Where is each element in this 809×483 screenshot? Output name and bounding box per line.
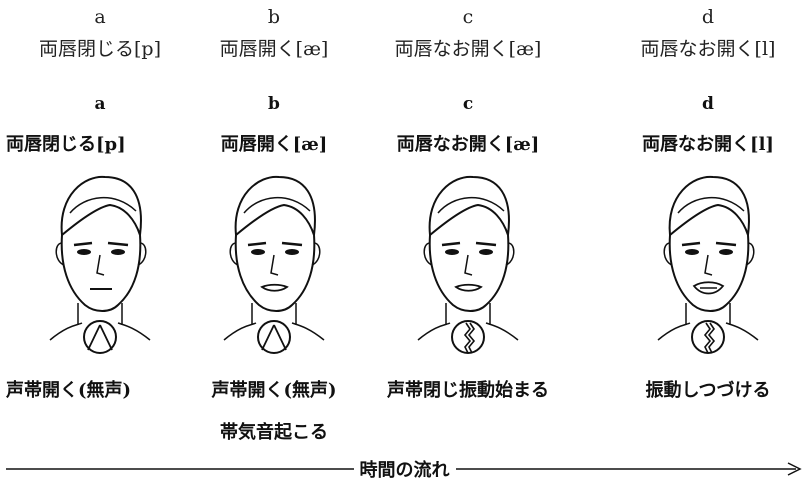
stage-state: 振動しつづける [645,380,771,401]
timeline: 時間の流れ [0,456,809,482]
stage-caption-bold: 両唇なお開く[l] [642,134,774,155]
stage-a: a 両唇閉じる[p] a 両唇閉じる[p] 声帯開く(無声) [0,0,200,483]
stage-caption-bold: 両唇開く[æ] [220,134,328,155]
stage-letter-bold: c [462,94,474,114]
face-illustration-mouth-open [657,175,759,354]
stage-letter-bold: d [702,94,714,114]
timeline-label-wrap: 時間の流れ [0,456,809,482]
timeline-label: 時間の流れ [353,460,456,481]
stage-caption-bold: 両唇閉じる[p] [6,134,126,155]
stage-letter-bold: b [268,94,280,114]
stage-state: 声帯開く(無声) [211,380,337,401]
stage-state: 声帯閉じ振動始まる [387,380,549,401]
stage-caption: 両唇なお開く[æ] [394,38,542,60]
stage-d: d 両唇なお開く[l] d 両唇なお開く[l] 振動しつづける [608,0,808,483]
stage-c: c 両唇なお開く[æ] c 両唇なお開く[æ] 声帯閉じ振動始まる [368,0,568,483]
stage-caption-bold: 両唇なお開く[æ] [396,134,540,155]
stage-letter: c [462,6,474,28]
face-illustration-open-lips [223,175,325,354]
stage-caption: 両唇開く[æ] [219,38,329,60]
stage-letter: b [267,6,281,28]
stage-letter: a [94,6,106,28]
face-illustration-lips-still-open [417,175,519,354]
stage-letter: d [701,6,715,28]
stage-state: 声帯開く(無声) [6,380,132,401]
stage-state-secondary: 帯気音起こる [220,422,328,443]
face-illustration-closed-lips [49,175,151,354]
stage-b: b 両唇開く[æ] b 両唇開く[æ] 声帯開く(無声) 帯気音起こる [174,0,374,483]
stage-caption: 両唇閉じる[p] [39,38,161,60]
stage-caption: 両唇なお開く[l] [640,38,776,60]
stage-letter-bold: a [94,94,106,114]
